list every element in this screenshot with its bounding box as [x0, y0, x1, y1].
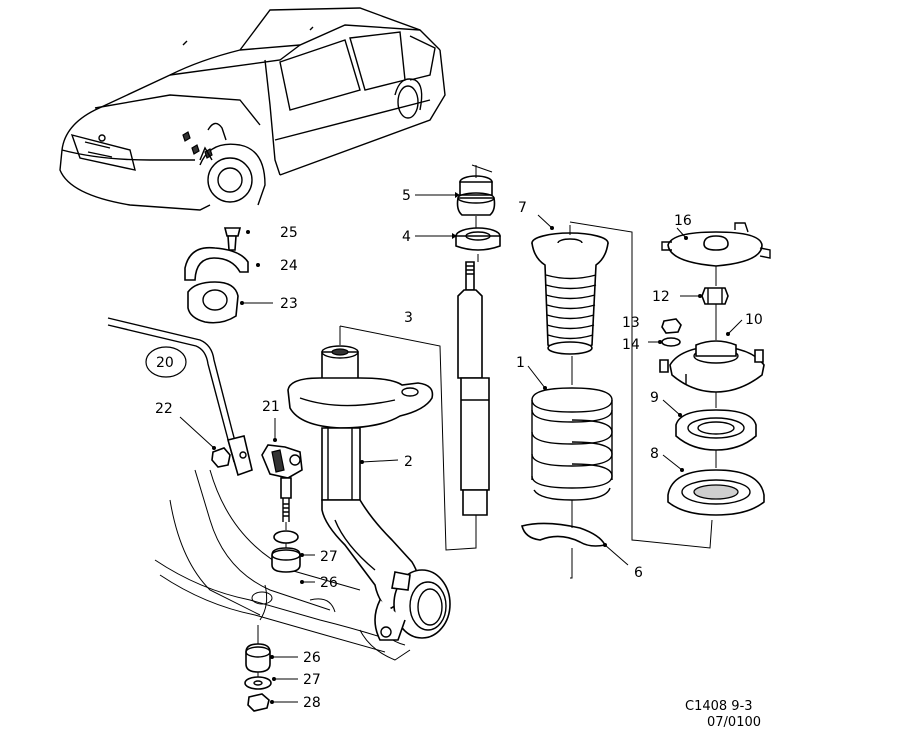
diagram-date: 07/0100: [707, 715, 761, 730]
bushing-clamp: [184, 227, 249, 324]
callout-25: 25: [280, 225, 298, 241]
callout-14: 14: [622, 337, 640, 353]
strut-mount-parts: [659, 222, 771, 516]
callout-3: 3: [404, 310, 413, 326]
lower-bushing-stack: [244, 625, 272, 712]
grouping-brackets: [257, 164, 717, 677]
callout-8: 8: [650, 446, 659, 462]
callout-26-upper: 26: [320, 575, 338, 591]
stabilizer-link: [261, 444, 303, 573]
nut-22: [211, 447, 231, 468]
callout-22: 22: [155, 401, 173, 417]
callout-12: 12: [652, 289, 670, 305]
callout-13: 13: [622, 315, 640, 331]
upper-bushings: [455, 175, 501, 251]
callout-5: 5: [402, 188, 411, 204]
callout-21: 21: [262, 399, 280, 415]
callout-9: 9: [650, 390, 659, 406]
callout-26-lower: 26: [303, 650, 321, 666]
callout-20-circle: [145, 346, 187, 378]
coil-spring: [531, 387, 613, 501]
callout-10: 10: [745, 312, 763, 328]
callout-27-lower: 27: [303, 672, 321, 688]
callout-2: 2: [404, 454, 413, 470]
callout-23: 23: [280, 296, 298, 312]
protective-boot: [531, 232, 609, 355]
callout-4: 4: [402, 229, 411, 245]
callout-6: 6: [634, 565, 643, 581]
callout-28: 28: [303, 695, 321, 711]
callout-24: 24: [280, 258, 298, 274]
spring-pad: [521, 522, 607, 547]
callout-16: 16: [674, 213, 692, 229]
callout-7: 7: [518, 200, 527, 216]
shock-absorber: [457, 261, 490, 516]
callout-27-upper: 27: [320, 549, 338, 565]
strut-housing: [287, 345, 451, 641]
stabilizer-bar: [107, 317, 253, 477]
callout-leaders: [179, 192, 743, 704]
diagram-code: C1408 9-3: [685, 699, 753, 714]
callout-20: 20: [156, 355, 174, 371]
callout-1: 1: [516, 355, 525, 371]
car-illustration: [59, 7, 446, 211]
